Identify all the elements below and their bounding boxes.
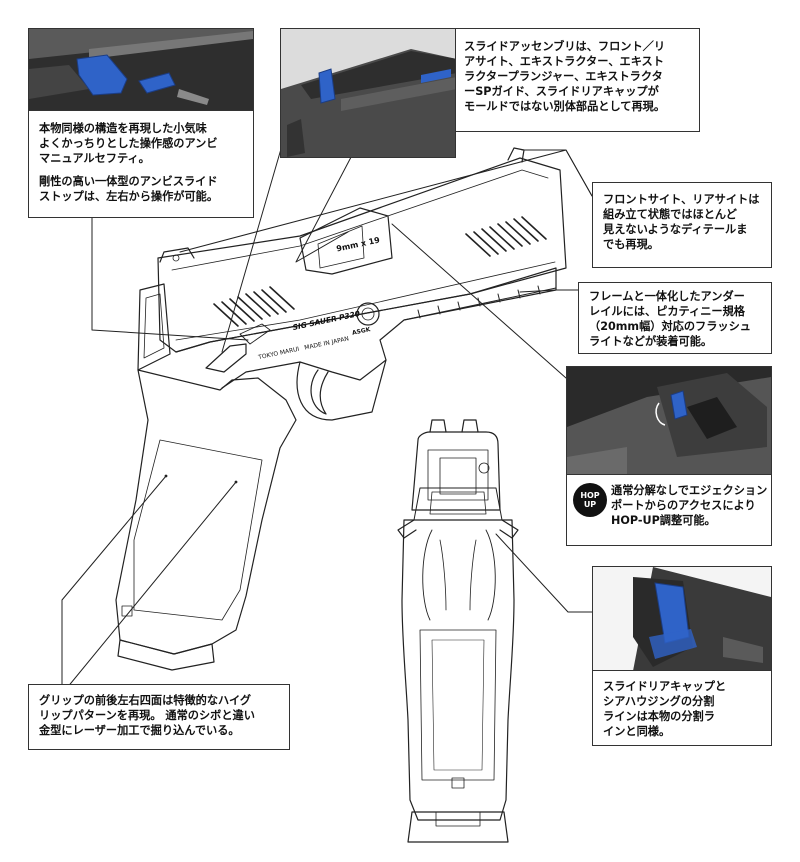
leader-slide: [295, 139, 361, 263]
hopup-dial-blue: [670, 390, 688, 420]
callout-sights: フロントサイト、リアサイトは 組み立て状態ではほとんど 見えないようなディテール…: [592, 182, 772, 268]
callout-safety: 本物同様の構造を再現した小気味 よくかっちりとした操作感のアンビ マニュアルセフ…: [28, 28, 254, 218]
callout-sights-text: フロントサイト、リアサイトは 組み立て状態ではほとんど 見えないようなディテール…: [603, 193, 760, 251]
leader-safety: [91, 217, 249, 341]
callout-grip-text: グリップの前後左右四面は特徴的なハイグ リップパターンを再現。 通常のシボと違い…: [39, 694, 255, 737]
callout-hopup-text: 通常分解なしでエジェクション ポートからのアクセスにより HOP-UP調整可能。: [611, 484, 768, 527]
front-slide: [411, 431, 501, 511]
leader-rearcap: [495, 533, 593, 613]
slide-rear-cap: [137, 283, 171, 371]
extractor-blue: [318, 68, 336, 104]
pistol-front-view: [397, 419, 519, 843]
callout-grip: グリップの前後左右四面は特徴的なハイグ リップパターンを再現。 通常のシボと違い…: [28, 684, 290, 750]
ambi-slide-stop: [205, 343, 247, 373]
callout-rearcap: スライドリアキャップと シアハウジングの分割 ラインは本物の分割ラ インと同様。: [592, 566, 772, 746]
grip-outline: [115, 369, 297, 655]
photo-slide-closeup: [280, 28, 456, 158]
slide-serrations-rear: [213, 286, 295, 327]
grip-texture-panel: [133, 439, 263, 621]
slide-serrations-front: [465, 216, 547, 257]
leader-grip-2: [61, 481, 237, 695]
trigger: [310, 369, 329, 415]
photo-rearcap-closeup: [593, 567, 771, 671]
hop-up-badge-text: HOP UP: [580, 491, 600, 509]
grip-texture-dots: [164, 474, 238, 484]
photo-hopup-closeup: [567, 367, 771, 475]
callout-safety-paragraph-2: 剛性の高い一体型のアンビスライド ストップは、左右から操作が可能。: [39, 175, 219, 203]
callout-slide: スライドアッセンブリは、フロント／リ アサイト、エキストラクター、エキスト ラク…: [456, 28, 700, 132]
under-rail: [403, 285, 557, 321]
front-frame: [401, 519, 515, 821]
magazine-base: [117, 639, 215, 671]
callout-safety-text: 本物同様の構造を再現した小気味 よくかっちりとした操作感のアンビ マニュアルセフ…: [39, 121, 249, 204]
front-ambi-lever-left: [397, 519, 417, 539]
callout-rearcap-text: スライドリアキャップと シアハウジングの分割 ラインは本物の分割ラ インと同様。: [603, 680, 727, 738]
callout-safety-paragraph-1: 本物同様の構造を再現した小気味 よくかっちりとした操作感のアンビ マニュアルセフ…: [39, 122, 218, 165]
leader-grip: [61, 475, 167, 695]
leader-sights-2: [179, 149, 593, 253]
slide-stop-blue: [138, 72, 176, 94]
photo-safety-closeup: [29, 29, 253, 111]
front-sight: [507, 147, 525, 163]
leader-lines: [61, 117, 593, 695]
manual-safety: [239, 323, 271, 345]
safety-lever-blue: [76, 54, 128, 96]
leader-hopup: [391, 223, 567, 379]
front-sights: [429, 419, 479, 433]
front-ambi-lever-right: [499, 519, 519, 539]
callout-slide-text: スライドアッセンブリは、フロント／リ アサイト、エキストラクター、エキスト ラク…: [464, 40, 666, 113]
callout-rail: フレームと一体化したアンダー レイルには、ピカティニー規格 （20mm幅）対応の…: [578, 282, 772, 354]
callout-rail-text: フレームと一体化したアンダー レイルには、ピカティニー規格 （20mm幅）対応の…: [589, 290, 751, 348]
slide-outline: [157, 157, 567, 353]
ejection-port: [299, 207, 393, 275]
front-rear-cap: [413, 487, 503, 521]
leader-safety-2: [221, 117, 291, 353]
hop-up-badge: HOP UP: [573, 483, 607, 517]
pistol-side-view: [115, 147, 567, 671]
front-magazine-base: [407, 811, 509, 843]
callout-hopup: HOP UP 通常分解なしでエジェクション ポートからのアクセスにより HOP-…: [566, 366, 772, 546]
leader-rail: [519, 289, 579, 293]
rear-sight: [159, 247, 195, 263]
takedown-lever: [356, 302, 380, 326]
trigger-guard: [296, 359, 387, 421]
